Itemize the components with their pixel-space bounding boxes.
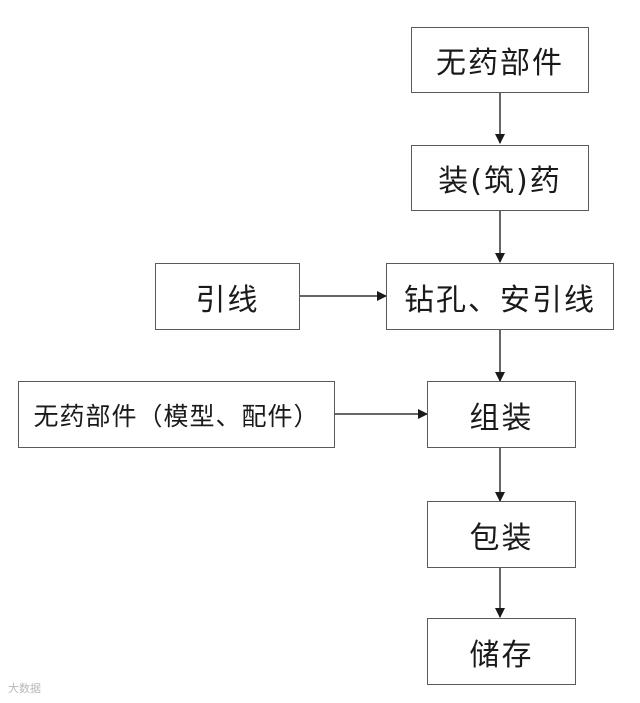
node-charging: 装(筑)药 — [411, 145, 589, 211]
node-assembly: 组装 — [427, 381, 576, 448]
watermark-text: 大数据 — [8, 682, 41, 695]
node-storage: 储存 — [427, 618, 576, 685]
node-side-fuse: 引线 — [155, 263, 300, 330]
node-packaging: 包装 — [427, 501, 576, 568]
node-drill-install-fuse: 钻孔、安引线 — [386, 263, 614, 330]
node-no-charge-parts: 无药部件 — [411, 27, 589, 93]
node-side-no-charge-parts-model: 无药部件（模型、配件） — [18, 381, 335, 448]
